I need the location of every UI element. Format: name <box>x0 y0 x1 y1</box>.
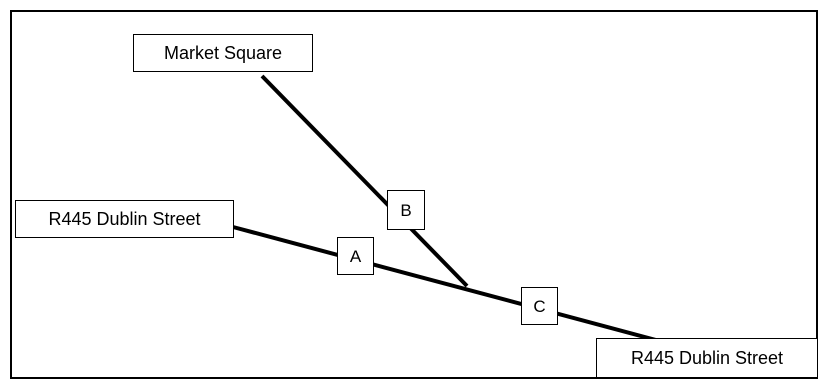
label-dublin-street-west: R445 Dublin Street <box>15 200 234 238</box>
label-market-square: Market Square <box>133 34 313 72</box>
marker-a: A <box>337 237 374 275</box>
road-dublin-street <box>232 225 657 342</box>
label-dublin-street-east: R445 Dublin Street <box>596 338 818 378</box>
marker-b: B <box>387 190 425 230</box>
road-market-square <box>260 74 469 288</box>
marker-c: C <box>521 287 558 325</box>
